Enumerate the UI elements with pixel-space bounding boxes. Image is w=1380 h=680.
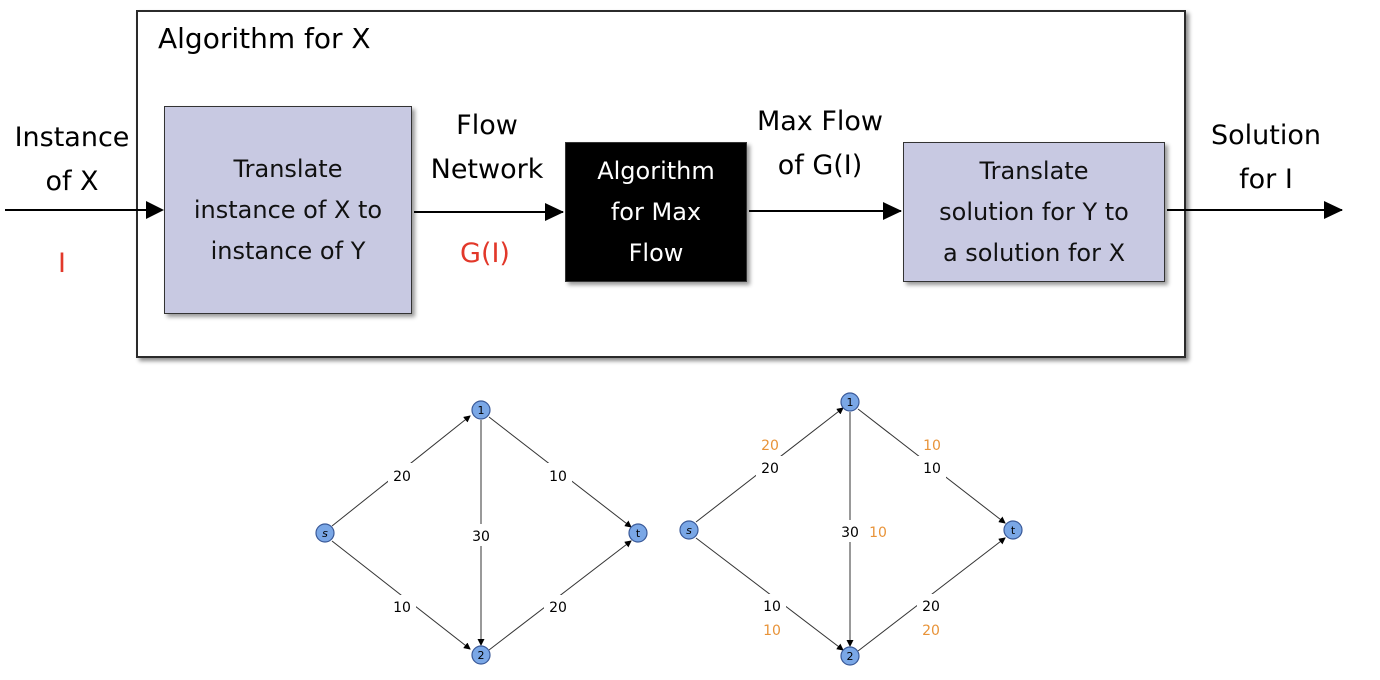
node2-1-label: 1 [847,396,854,409]
node2-s [679,520,699,540]
algorithm-frame [136,10,1186,358]
cap2-s-2: 10 [763,599,781,615]
flow-s-1: 20 [761,438,779,454]
network-arrow-head [545,203,564,221]
input-arrow-head [146,201,164,219]
cap2-s-1: 20 [761,461,779,477]
input-label: Instance of X [8,116,136,204]
cap-s-1: 20 [393,469,411,485]
output-label: Solution for I [1196,114,1336,202]
node-1-label: 1 [478,404,485,417]
node2-2 [840,646,860,666]
box2-line1: Algorithm [597,156,715,185]
box2-line2: for Max [610,197,702,226]
node2-t [1003,520,1023,540]
box1-line1: Translate [233,154,343,183]
input-label-line1: Instance [14,122,130,153]
node-1 [471,400,491,420]
cap2-2-t: 20 [922,599,940,615]
box1-line3: instance of Y [210,236,366,265]
node-s-label: s [322,527,328,540]
flow-2-t: 20 [922,623,940,639]
input-label-line2: of X [45,166,99,197]
cap-2-t: 20 [549,600,567,616]
node-t-label: t [636,527,641,540]
graph-symbol: G(I) [460,238,510,269]
output-label-line2: for I [1239,164,1293,195]
node-2-label: 2 [478,649,485,662]
translate-instance-box: Translate instance of X to instance of Y [164,106,412,314]
node-s [315,523,335,543]
flow-s-2: 10 [763,623,781,639]
cap-s-2: 10 [393,600,411,616]
cap2-1-t: 10 [923,461,941,477]
output-label-line1: Solution [1211,120,1321,151]
node2-1 [840,392,860,412]
cap-1-2: 30 [472,529,490,545]
edge1-line1: Flow [456,110,518,141]
edge2-line1: Max Flow [756,106,884,137]
node-t [628,523,648,543]
max-flow-algorithm-box: Algorithm for Max Flow [565,142,747,282]
node2-s-label: s [686,524,692,537]
maxflow-arrow-head [883,202,902,220]
box3-line3: a solution for X [942,238,1126,267]
edge1-line2: Network [430,154,544,185]
box3-line1: Translate [979,156,1089,185]
node2-t-label: t [1011,524,1016,537]
cap2-1-2: 30 [841,525,859,541]
node-2 [471,645,491,665]
frame-title: Algorithm for X [158,22,371,55]
box3-line2: solution for Y to [939,197,1129,226]
max-flow-label: Max Flow of G(I) [740,100,900,188]
node2-2-label: 2 [847,650,854,663]
input-symbol: I [58,248,66,279]
flow-1-2: 10 [869,525,887,541]
flow-network-label: Flow Network [412,104,562,192]
edge2-line2: of G(I) [777,150,863,181]
box1-line2: instance of X to [193,195,383,224]
output-arrow-head [1324,201,1343,219]
flow-1-t: 10 [923,438,941,454]
box2-line3: Flow [628,238,684,267]
translate-solution-box: Translate solution for Y to a solution f… [903,142,1165,282]
cap-1-t: 10 [549,469,567,485]
